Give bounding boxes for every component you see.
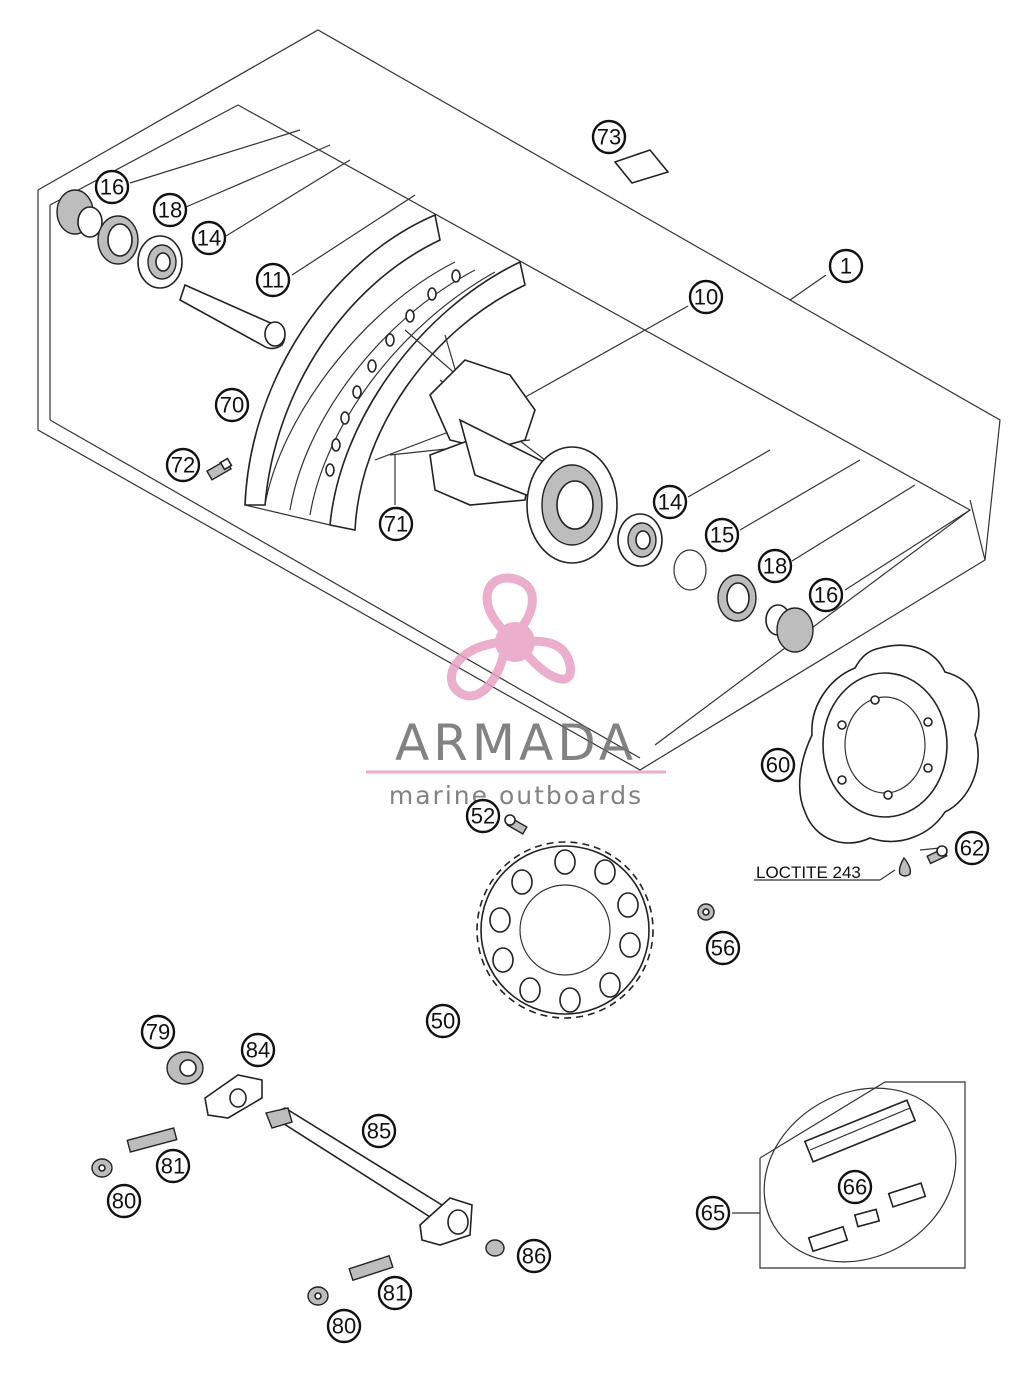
svg-text:16: 16 [100,175,124,200]
svg-text:80: 80 [112,1189,136,1214]
svg-text:15: 15 [710,523,734,548]
callout-15: 15 [704,517,740,553]
callout-70: 70 [214,387,250,423]
hub-10 [429,359,618,564]
callout-14: 14 [652,484,688,520]
loctite-drop-icon [898,856,912,877]
svg-text:73: 73 [597,125,621,150]
svg-text:72: 72 [171,453,195,478]
chain-links [803,1099,927,1253]
svg-text:14: 14 [658,490,682,515]
callout-56: 56 [705,930,741,966]
circlip-15 [673,549,707,591]
callout-79: 79 [140,1014,176,1050]
callout-71: 71 [378,506,414,542]
callout-18: 18 [757,548,793,584]
callout-85: 85 [361,1113,397,1149]
wheel-assembly-frame [37,29,1001,771]
callout-65: 65 [695,1195,731,1231]
svg-text:81: 81 [161,1154,185,1179]
callout-1: 1 [828,248,864,284]
label-73 [613,149,670,184]
callout-86: 86 [516,1238,552,1274]
callout-16: 16 [94,169,130,205]
svg-text:79: 79 [146,1020,170,1045]
callout-84: 84 [240,1032,276,1068]
spacer-tube-11 [179,283,286,350]
callout-16: 16 [808,577,844,613]
callout-50: 50 [425,1003,461,1039]
svg-text:11: 11 [262,268,285,293]
callout-72: 72 [165,447,201,483]
svg-text:80: 80 [332,1314,356,1339]
svg-text:18: 18 [763,554,787,579]
callout-18: 18 [152,192,188,228]
master-link-66 [853,1208,881,1228]
svg-text:50: 50 [431,1009,455,1034]
nut-79 [166,1051,204,1085]
callout-11: 11 [255,262,291,298]
svg-text:66: 66 [843,1175,867,1200]
spacer-16-right [765,604,814,653]
bolt-52 [504,814,528,835]
callout-81: 81 [155,1148,191,1184]
seal-18-right [717,574,757,622]
callout-14: 14 [191,220,227,256]
nut-56 [697,903,715,921]
svg-text:16: 16 [814,583,838,608]
spoke-holes [325,269,461,477]
nut-80-upper [91,1158,113,1178]
svg-text:18: 18 [158,198,182,223]
watermark-title: ARMADA [395,714,637,772]
svg-text:70: 70 [220,393,244,418]
callout-10: 10 [688,279,724,315]
svg-text:1: 1 [840,254,852,279]
seal-18-left [97,215,139,265]
brake-disc-60 [798,644,980,844]
callout-66: 66 [837,1169,873,1205]
watermark-subtitle: marine outboards [389,781,643,810]
bearing-14-right [617,513,663,567]
svg-text:14: 14 [197,226,221,251]
bearing-14-left [137,235,183,289]
callout-62: 62 [954,830,990,866]
lightening-holes [489,849,641,1013]
svg-text:60: 60 [766,753,790,778]
valve-72 [206,457,233,481]
adjusting-screw-81-upper [126,1127,178,1153]
svg-text:86: 86 [522,1244,546,1269]
leader-lines [129,129,971,1214]
svg-text:85: 85 [367,1119,391,1144]
axle-85 [265,1107,473,1246]
bolt-62 [926,845,948,865]
svg-text:71: 71 [384,512,408,537]
svg-text:81: 81 [383,1281,407,1306]
svg-text:62: 62 [960,836,984,861]
chain-adjuster-84 [204,1074,263,1119]
callout-80: 80 [326,1308,362,1344]
svg-text:56: 56 [711,936,735,961]
cap-86 [485,1239,505,1257]
svg-text:84: 84 [246,1038,270,1063]
spacer-16-left [56,189,103,238]
svg-text:65: 65 [701,1201,725,1226]
callout-80: 80 [106,1183,142,1219]
callout-60: 60 [760,747,796,783]
loctite-note: LOCTITE 243 [756,863,861,882]
svg-text:52: 52 [471,804,495,829]
callout-81: 81 [377,1275,413,1311]
callout-52: 52 [465,798,501,834]
adjusting-screw-81-lower [348,1254,394,1282]
watermark: ARMADA marine outboards [366,573,666,810]
sprocket-50 [476,841,654,1019]
nut-80-lower [307,1286,329,1306]
chain-kit-65 [759,1081,966,1269]
propeller-logo-icon [446,573,575,701]
svg-text:10: 10 [694,285,718,310]
rim-70 [244,213,526,531]
callout-73: 73 [591,119,627,155]
